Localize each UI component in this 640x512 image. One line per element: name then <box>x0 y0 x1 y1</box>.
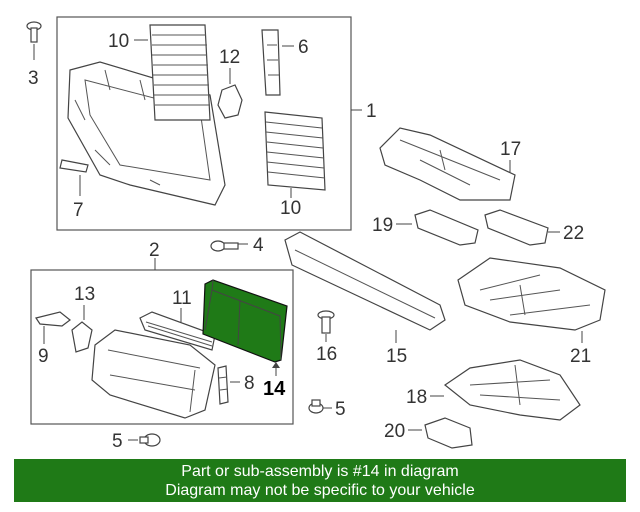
callout-11[interactable]: 11 <box>172 288 192 309</box>
callout-3[interactable]: 3 <box>28 68 39 89</box>
shutter-part-11 <box>139 311 216 351</box>
clip-part-9 <box>35 311 71 327</box>
bracket-part-6 <box>261 29 281 96</box>
pin-part-16 <box>317 310 335 334</box>
bolt-part-5-bottom <box>139 433 161 447</box>
callout-1[interactable]: 1 <box>366 101 377 122</box>
callout-7[interactable]: 7 <box>73 200 84 221</box>
callout-21[interactable]: 21 <box>570 346 591 367</box>
shutter-part-10-lower <box>264 111 326 191</box>
panel-part-14-rib <box>204 289 241 346</box>
shutter-part-10-upper <box>149 24 211 121</box>
callout-13[interactable]: 13 <box>74 284 95 305</box>
bolt-part-3 <box>26 21 42 43</box>
panel-part-14-edge <box>211 279 282 361</box>
callout-16[interactable]: 16 <box>316 344 337 365</box>
air-duct-housing <box>91 329 216 419</box>
seal-part-13 <box>71 321 93 353</box>
assembly-box-1 <box>56 16 352 231</box>
bracket-part-20 <box>424 417 473 449</box>
bracket-part-22 <box>484 209 549 246</box>
bracket-part-8 <box>217 365 229 405</box>
callout-4[interactable]: 4 <box>253 235 264 256</box>
deflector-part-15 <box>284 231 446 331</box>
callout-2[interactable]: 2 <box>149 240 160 261</box>
callout-15[interactable]: 15 <box>386 346 407 367</box>
callout-6[interactable]: 6 <box>298 37 309 58</box>
callout-19[interactable]: 19 <box>372 215 393 236</box>
banner-line-2: Diagram may not be specific to your vehi… <box>165 482 475 499</box>
seal-part-12 <box>217 84 243 119</box>
assembly-box-2 <box>30 269 294 425</box>
callout-10-upper[interactable]: 10 <box>108 31 129 52</box>
panel-part-14-fill <box>202 279 288 363</box>
clip-part-7 <box>59 159 89 173</box>
panel-part-14-highlighted[interactable] <box>202 279 288 363</box>
bracket-part-17 <box>379 127 516 201</box>
bracket-part-19 <box>414 209 479 246</box>
callout-8[interactable]: 8 <box>244 373 255 394</box>
callout-18[interactable]: 18 <box>406 387 427 408</box>
info-banner: Part or sub-assembly is #14 in diagram D… <box>14 459 626 502</box>
skid-plate-part-18 <box>443 359 581 421</box>
callout-5-right[interactable]: 5 <box>335 399 346 420</box>
callout-17[interactable]: 17 <box>500 139 521 160</box>
callout-12[interactable]: 12 <box>219 47 240 68</box>
bolt-part-4 <box>210 240 239 252</box>
callout-20[interactable]: 20 <box>384 421 405 442</box>
callout-14[interactable]: 14 <box>263 378 286 400</box>
banner-line-1: Part or sub-assembly is #14 in diagram <box>181 463 459 480</box>
bolt-part-5-right <box>308 399 324 414</box>
callout-10-lower[interactable]: 10 <box>280 198 301 219</box>
shield-part-21 <box>457 257 606 331</box>
callout-22[interactable]: 22 <box>563 223 584 244</box>
arrow-14 <box>272 362 280 368</box>
callout-5-bottom[interactable]: 5 <box>112 431 123 452</box>
callout-9[interactable]: 9 <box>38 346 49 367</box>
